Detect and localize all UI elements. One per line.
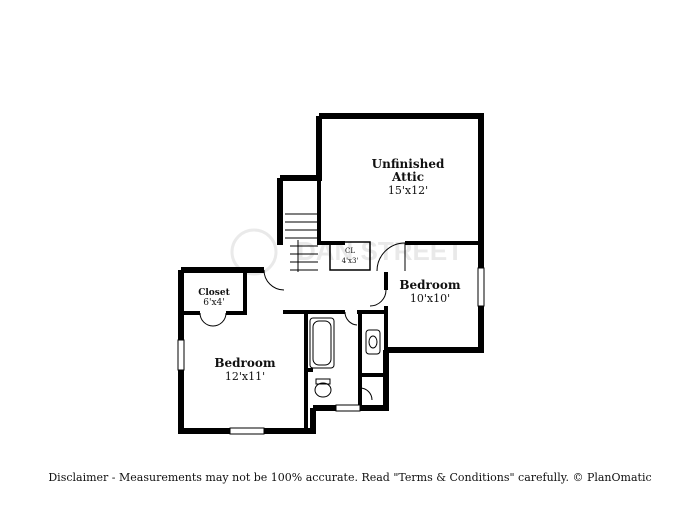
- window-bottom-left: [229, 427, 265, 435]
- bathroom-fixtures: [309, 317, 381, 398]
- bedroom-right-label: Bedroom: [399, 278, 460, 292]
- bedroom-right-dims: 10'x10': [410, 292, 450, 305]
- windows: [177, 267, 485, 435]
- room-bedroom-right: Bedroom 10'x10': [399, 278, 460, 305]
- bedroom-left-label: Bedroom: [214, 356, 275, 370]
- linen-closet: [329, 241, 371, 271]
- window-right: [477, 267, 485, 307]
- linen-closet-dims: 4'x3': [342, 257, 359, 265]
- watermark-text: DAN STREET: [297, 236, 463, 266]
- closet-label: Closet: [198, 288, 230, 298]
- sink: [365, 329, 381, 355]
- closet-dims: 6'x4': [203, 298, 224, 308]
- interior-walls: [181, 178, 481, 431]
- window-bath: [335, 404, 361, 412]
- attic-label-line1: Unfinished: [372, 157, 445, 171]
- room-attic: Unfinished Attic 15'x12': [372, 157, 445, 197]
- room-closet: Closet 6'x4': [198, 288, 230, 308]
- attic-dims: 15'x12': [388, 184, 428, 197]
- bathtub: [309, 317, 335, 369]
- attic-label-line2: Attic: [391, 170, 424, 184]
- room-bedroom-left: Bedroom 12'x11': [214, 356, 275, 383]
- linen-closet-label: CL: [345, 247, 355, 255]
- stairs: [285, 213, 318, 272]
- disclaimer-text: Disclaimer - Measurements may not be 100…: [48, 471, 652, 484]
- toilet: [314, 382, 332, 398]
- doors: [199, 242, 406, 401]
- bedroom-left-dims: 12'x11': [225, 370, 265, 383]
- window-left: [177, 339, 185, 371]
- room-linen-closet: CL 4'x3': [342, 247, 359, 265]
